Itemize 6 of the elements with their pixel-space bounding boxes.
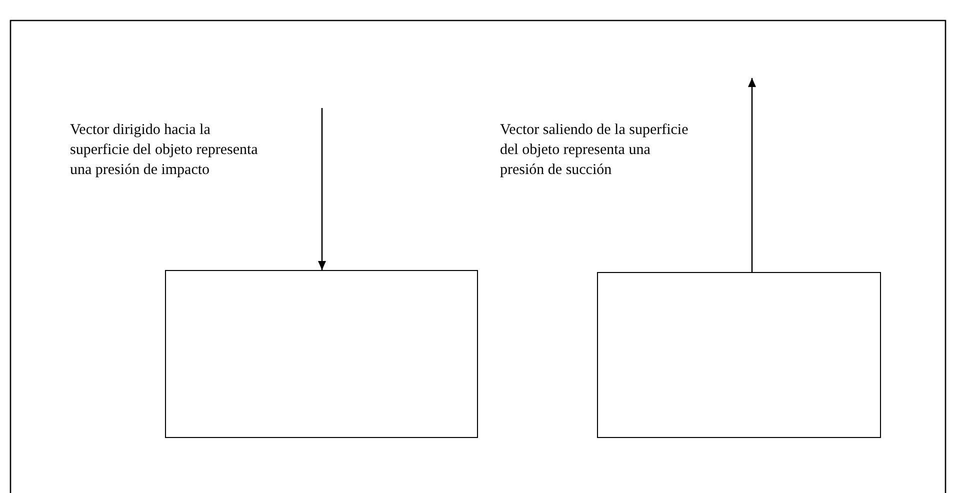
rectangle-shape <box>165 270 478 438</box>
arrow <box>748 78 756 272</box>
arrow <box>318 108 326 270</box>
annotation-text: Vector dirigido hacia la superficie del objeto representa una presión de impacto <box>70 121 259 180</box>
annotation-text: Vector saliendo de la superficie del objeto representa una presión de succión <box>500 121 690 180</box>
rectangle-shape <box>597 272 881 438</box>
